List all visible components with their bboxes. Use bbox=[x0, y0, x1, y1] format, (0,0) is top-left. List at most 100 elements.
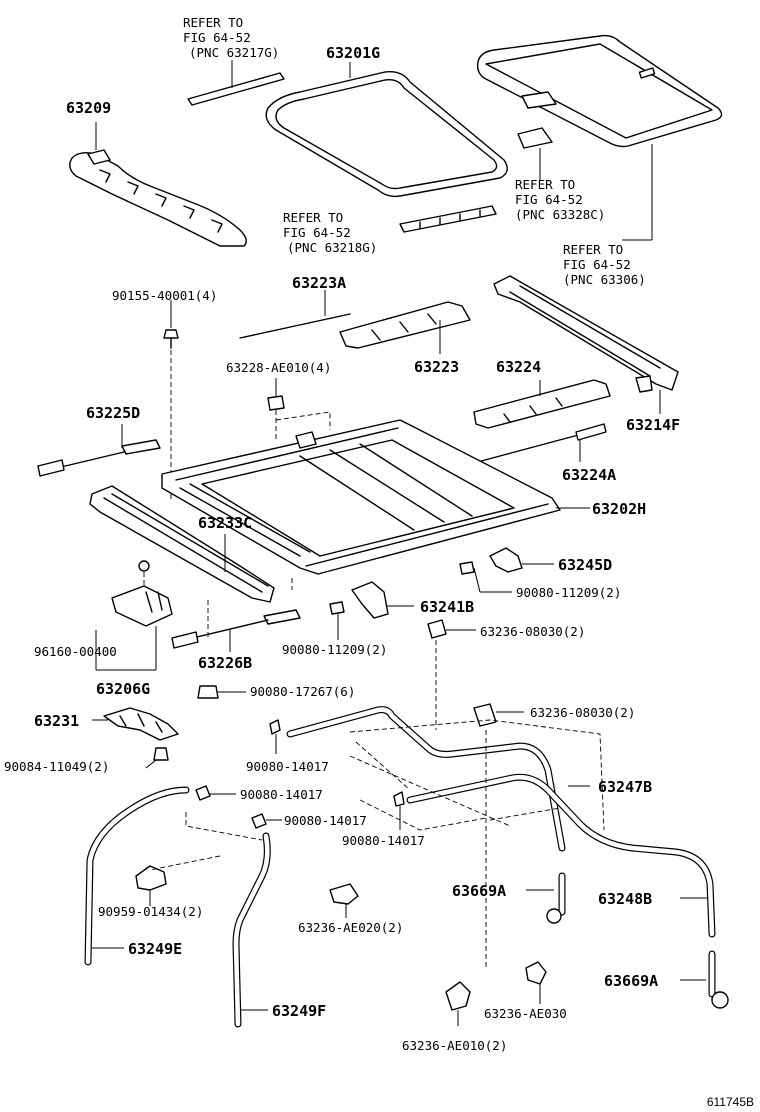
motor-detail bbox=[145, 591, 163, 613]
sunroof-housing-frame-63202h bbox=[161, 419, 561, 575]
ref-note-line: (PNC 63328C) bbox=[515, 207, 605, 222]
bolt-90155 bbox=[163, 329, 179, 339]
motor-gear bbox=[138, 560, 150, 572]
label-63209: 63209 bbox=[66, 99, 111, 117]
sunroof-motor-63206g bbox=[111, 585, 173, 627]
drive-cable-63224a bbox=[469, 433, 583, 465]
ref-note-line: REFER TO bbox=[283, 210, 343, 225]
guide-rail-63224 bbox=[473, 379, 611, 429]
label-63206g: 63206G bbox=[96, 680, 150, 698]
bracket-63236-ae030 bbox=[525, 961, 547, 985]
weatherstrip-63201g bbox=[265, 71, 508, 198]
hose-clip-90080-14017-b bbox=[195, 785, 211, 801]
ref-note-line: (PNC 63306) bbox=[563, 272, 646, 287]
label-63226b: 63226B bbox=[198, 654, 252, 672]
label-63249f: 63249F bbox=[272, 1002, 326, 1020]
label-96160-00400: 96160-00400 bbox=[34, 644, 117, 659]
frame-inner-opening bbox=[201, 439, 515, 557]
label-90080-17267: 90080-17267(6) bbox=[250, 684, 355, 699]
drive-cable-63225d-end bbox=[121, 439, 161, 455]
bolt-90080-11209-a bbox=[459, 561, 475, 575]
label-63214f: 63214F bbox=[626, 416, 680, 434]
label-63236-ae030: 63236-AE030 bbox=[484, 1006, 567, 1021]
label-63236-08030-a: 63236-08030(2) bbox=[480, 624, 585, 639]
frame-crossbars bbox=[299, 443, 473, 531]
hose-clip-90080-14017-a bbox=[269, 719, 281, 735]
wind-deflector-63209-detail bbox=[99, 169, 223, 233]
drain-hose-63249e-inner bbox=[85, 787, 189, 965]
hose-clip-90080-14017-d bbox=[393, 791, 405, 807]
guide-rail-63223 bbox=[339, 301, 471, 349]
label-63201g: 63201G bbox=[326, 44, 380, 62]
drive-cable-63224a-end bbox=[575, 423, 607, 441]
drive-cable-63226b-clip bbox=[171, 631, 199, 649]
drive-cable-63223a bbox=[239, 313, 351, 339]
guide-rail-63223-detail bbox=[371, 313, 437, 341]
drain-hose-63248b-inner bbox=[407, 774, 715, 937]
label-63236-ae010: 63236-AE010(2) bbox=[402, 1038, 507, 1053]
side-rail-63233c-detail bbox=[103, 493, 269, 593]
bracket-63236-ae020 bbox=[329, 883, 359, 905]
label-90080-14017-a: 90080-14017 bbox=[246, 759, 329, 774]
bracket-63245d bbox=[489, 547, 523, 573]
bolt-90080-11209-b bbox=[329, 601, 345, 615]
frame-side-detail bbox=[179, 483, 311, 557]
label-90080-11209-b: 90080-11209(2) bbox=[282, 642, 387, 657]
label-63245d: 63245D bbox=[558, 556, 612, 574]
ref-note-line: FIG 64-52 bbox=[563, 257, 631, 272]
drain-hose-63249f bbox=[232, 832, 271, 1028]
label-63202h: 63202H bbox=[592, 500, 646, 518]
drive-cable-63225d-clip bbox=[37, 459, 65, 477]
clip-63228 bbox=[267, 395, 285, 411]
ref-note-line: (PNC 63217G) bbox=[189, 45, 279, 60]
bolt-90084 bbox=[153, 747, 169, 761]
guide-rail-63224-detail bbox=[503, 397, 563, 423]
drain-valve-end bbox=[711, 991, 729, 1009]
label-63236-08030-b: 63236-08030(2) bbox=[530, 705, 635, 720]
leader-line bbox=[145, 759, 157, 769]
leader-line bbox=[473, 567, 481, 593]
bracket-63241b bbox=[351, 581, 389, 619]
side-rail-63214f bbox=[493, 275, 679, 391]
label-63233c: 63233C bbox=[198, 514, 252, 532]
deflector-tab bbox=[87, 149, 111, 165]
side-rail-63214f-detail bbox=[509, 285, 661, 377]
frame-center-clip bbox=[295, 431, 317, 449]
glass-clip bbox=[638, 67, 656, 79]
clip-63236-08030-a bbox=[427, 619, 447, 639]
label-63231: 63231 bbox=[34, 712, 79, 730]
ref-note-63328c: REFER TO FIG 64-52 (PNC 63328C) bbox=[515, 177, 605, 222]
label-63223: 63223 bbox=[414, 358, 459, 376]
label-63224: 63224 bbox=[496, 358, 541, 376]
label-90080-11209-a: 90080-11209(2) bbox=[516, 585, 621, 600]
bracket-63236-ae010 bbox=[445, 981, 471, 1011]
label-63225d: 63225D bbox=[86, 404, 140, 422]
label-90155-40001: 90155-40001(4) bbox=[112, 288, 217, 303]
wind-deflector-63209 bbox=[69, 151, 247, 247]
label-63228-ae010: 63228-AE010(4) bbox=[226, 360, 331, 375]
ref-note-line: (PNC 63218G) bbox=[287, 240, 377, 255]
strip-63218g bbox=[399, 205, 497, 233]
label-63249e: 63249E bbox=[128, 940, 182, 958]
dashed-guide bbox=[207, 578, 293, 640]
clip-63236-08030-b bbox=[473, 703, 497, 727]
ref-note-line: REFER TO bbox=[515, 177, 575, 192]
sunroof-glass-panel bbox=[476, 34, 723, 148]
label-63236-ae020: 63236-AE020(2) bbox=[298, 920, 403, 935]
ref-note-line: REFER TO bbox=[183, 15, 243, 30]
label-90959-01434: 90959-01434(2) bbox=[98, 904, 203, 919]
ref-note-63218g: REFER TO FIG 64-52 (PNC 63218G) bbox=[283, 210, 377, 255]
strip-63217g bbox=[187, 72, 285, 106]
dashed-guide bbox=[275, 410, 331, 440]
ref-note-63306: REFER TO FIG 64-52 (PNC 63306) bbox=[563, 242, 646, 287]
glass-bracket-63328c-lower bbox=[517, 127, 553, 149]
sunroof-glass-panel-rim bbox=[485, 43, 713, 139]
part-labels: 63201G 63209 90155-40001(4) 63223A 63228… bbox=[4, 44, 680, 1053]
drain-hose-63249f-inner bbox=[233, 833, 270, 1027]
label-63223a: 63223A bbox=[292, 274, 346, 292]
bracket-63231-detail bbox=[119, 713, 163, 733]
label-63669a-b: 63669A bbox=[604, 972, 658, 990]
ref-note-line: FIG 64-52 bbox=[515, 192, 583, 207]
hose-clip-90080-14017-c bbox=[251, 813, 267, 829]
